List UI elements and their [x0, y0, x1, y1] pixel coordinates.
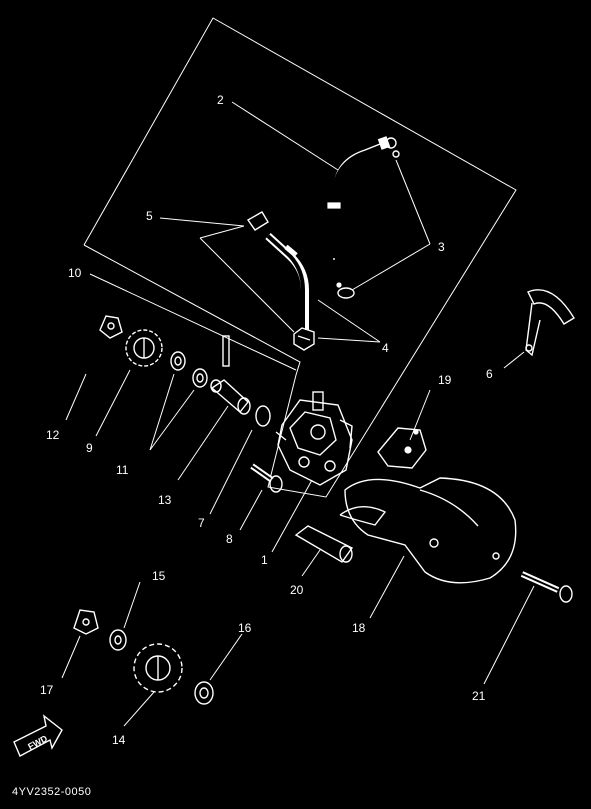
callout-5: 5 — [146, 209, 153, 223]
subassembly-outline — [83, 17, 517, 498]
callout-10: 10 — [68, 266, 82, 280]
callout-13: 13 — [158, 493, 172, 507]
callout-6: 6 — [486, 367, 493, 381]
cable-bracket-part — [525, 289, 575, 357]
pin-part — [222, 335, 230, 367]
callout-4: 4 — [382, 341, 389, 355]
callout-18: 18 — [352, 621, 366, 635]
callout-2: 2 — [217, 93, 224, 107]
callout-16: 16 — [238, 621, 252, 635]
drive-gear-part — [125, 329, 163, 367]
lower-washer-right-part — [194, 681, 214, 705]
callout-1: 1 — [261, 553, 268, 567]
lower-washer-part — [109, 629, 127, 651]
diagram-code: 4YV2352-0050 — [12, 786, 91, 798]
callout-9: 9 — [86, 441, 93, 455]
driven-gear-part — [133, 643, 183, 693]
hose-clip-part — [336, 137, 400, 299]
banjo-bolt-part — [293, 327, 315, 351]
callout-21: 21 — [472, 689, 486, 703]
callout-17: 17 — [40, 683, 54, 697]
pump-cover-part — [339, 477, 517, 584]
washer-part — [170, 351, 208, 388]
callout-19: 19 — [438, 373, 452, 387]
clamp-part — [377, 427, 427, 469]
leader-lines — [61, 101, 535, 727]
oil-pump-part — [275, 391, 353, 486]
delivery-hose-part — [327, 136, 391, 260]
drive-shaft-part — [210, 379, 251, 415]
callout-20: 20 — [290, 583, 304, 597]
fwd-arrow-icon: FWD — [13, 714, 63, 757]
callout-14: 14 — [112, 733, 126, 747]
callout-8: 8 — [226, 532, 233, 546]
lower-clip-part — [73, 609, 99, 635]
cover-pad-part — [294, 525, 354, 563]
callout-labels: 2 5 3 10 4 6 19 12 9 11 13 7 8 1 20 18 2… — [40, 93, 493, 747]
callout-3: 3 — [438, 240, 445, 254]
oil-line-part — [246, 211, 309, 330]
callout-12: 12 — [46, 428, 60, 442]
callout-15: 15 — [152, 569, 166, 583]
pump-screw-part — [250, 463, 283, 493]
fwd-label: FWD — [26, 733, 49, 752]
o-ring-part — [255, 405, 271, 427]
callout-7: 7 — [198, 516, 205, 530]
gear-clip-part — [99, 315, 123, 339]
callout-11: 11 — [116, 463, 129, 477]
cover-screw-part — [520, 571, 573, 603]
